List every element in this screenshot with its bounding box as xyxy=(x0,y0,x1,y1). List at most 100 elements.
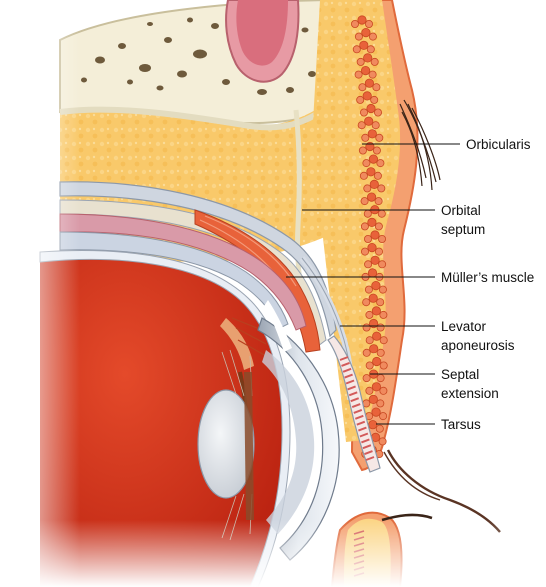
orbicularis-bead xyxy=(370,230,380,240)
orbicularis-bead xyxy=(377,209,386,218)
orbicularis-bead xyxy=(372,83,381,92)
orbicularis-bead xyxy=(359,40,369,50)
orbicularis-bead xyxy=(371,121,380,130)
orbicularis-bead xyxy=(370,57,379,66)
orbicularis-bead xyxy=(358,83,367,92)
orbicularis-bead xyxy=(365,386,374,395)
orbicularis-bead xyxy=(363,234,372,243)
orbicularis-bead xyxy=(360,197,369,206)
orbicularis-bead xyxy=(366,192,377,202)
orbicularis-bead xyxy=(368,293,378,303)
orbicularis-bead xyxy=(365,310,374,319)
meibomian-gland xyxy=(351,403,361,409)
orbicularis-bead xyxy=(364,260,373,269)
orbicularis-bead xyxy=(362,374,371,383)
label-septal-extension: Septal extension xyxy=(441,367,499,401)
labels: Orbicularis Orbital septum Müller’s musc… xyxy=(286,137,534,432)
orbicularis-bead xyxy=(373,108,382,117)
orbicularis-bead xyxy=(372,146,381,155)
orbicularis-bead xyxy=(354,70,363,79)
orbicularis-bead xyxy=(361,27,371,38)
orbicularis-bead xyxy=(359,171,368,180)
orbicularis-bead xyxy=(377,184,386,193)
orbicularis-bead xyxy=(350,19,359,28)
orbicularis-bead xyxy=(364,285,373,294)
orbicularis-bead xyxy=(364,116,374,126)
orbicularis-bead xyxy=(357,15,367,25)
orbicularis-bead xyxy=(367,243,377,253)
orbicularis-bead xyxy=(357,121,366,130)
orbicularis-bead xyxy=(379,310,388,319)
orbicularis-bead xyxy=(367,217,377,227)
orbicularis-bead xyxy=(356,95,365,104)
orbicularis-bead xyxy=(378,285,387,294)
meibomian-gland xyxy=(356,420,366,426)
orbicularis-bead xyxy=(368,70,377,79)
orbicularis-bead xyxy=(375,424,384,433)
label-muller-muscle: Müller’s muscle xyxy=(441,270,534,285)
orbicularis-bead xyxy=(375,133,384,142)
orbicularis-bead xyxy=(360,66,371,76)
illustration xyxy=(39,0,501,587)
orbicularis-bead xyxy=(376,159,385,168)
orbicularis-bead xyxy=(362,348,371,357)
orbicularis-bead xyxy=(360,222,369,231)
orbicularis-bead xyxy=(379,361,388,370)
orbicularis-bead xyxy=(377,234,386,243)
meibomian-gland xyxy=(350,397,360,403)
orbicularis-muscle xyxy=(350,15,388,458)
orbicularis-bead xyxy=(378,260,387,269)
label-levator-aponeurosis: Levator aponeurosis xyxy=(441,319,515,353)
meibomian-gland xyxy=(342,367,352,373)
orbicularis-bead xyxy=(364,78,374,88)
orbicularis-bead xyxy=(374,197,383,206)
orbicularis-bead xyxy=(366,167,376,177)
orbicularis-bead xyxy=(359,108,368,117)
orbicularis-bead xyxy=(376,399,385,408)
meibomian-gland xyxy=(348,391,358,397)
meibomian-gland xyxy=(341,361,350,367)
meibomian-gland xyxy=(339,356,349,361)
meibomian-gland xyxy=(345,379,355,385)
orbicularis-bead xyxy=(365,361,374,370)
orbicularis-bead xyxy=(371,407,381,417)
meibomian-gland xyxy=(347,385,356,391)
orbicularis-bead xyxy=(379,412,388,421)
label-orbital-septum: Orbital septum xyxy=(441,203,485,237)
orbicularis-bead xyxy=(376,348,385,357)
orbicularis-bead xyxy=(365,336,374,345)
orbicularis-bead xyxy=(376,298,385,307)
orbicularis-bead xyxy=(358,146,367,155)
orbicularis-bead xyxy=(370,255,380,265)
orbicularis-bead xyxy=(356,57,365,66)
label-orbicularis: Orbicularis xyxy=(466,137,531,152)
orbicularis-bead xyxy=(368,394,378,404)
orbicularis-bead xyxy=(354,32,363,41)
orbicularis-bead xyxy=(368,32,377,41)
orbicularis-bead xyxy=(368,420,378,430)
orbicularis-bead xyxy=(366,103,376,114)
meibomian-gland xyxy=(353,408,363,414)
orbicularis-bead xyxy=(379,386,388,395)
eyebrow-hairs xyxy=(399,99,441,191)
meibomian-gland xyxy=(361,438,370,444)
orbicularis-bead xyxy=(362,159,371,168)
orbicularis-bead xyxy=(362,323,371,332)
orbicularis-bead xyxy=(378,437,387,446)
tarsal-plate xyxy=(327,335,381,473)
meibomian-gland xyxy=(344,373,353,379)
orbital-roof-bone xyxy=(59,0,346,125)
orbicularis-bead xyxy=(371,306,381,316)
orbicularis-bead xyxy=(361,133,370,142)
meibomian-gland xyxy=(359,432,369,438)
orbicularis-bead xyxy=(372,356,382,367)
orbicularis-bead xyxy=(367,129,377,139)
orbicularis-bead xyxy=(376,374,385,383)
eyeball xyxy=(40,259,282,587)
orbicularis-bead xyxy=(370,95,379,104)
orbicularis-bead xyxy=(372,331,382,341)
orbicularis-bead xyxy=(352,45,361,54)
orbicularis-bead xyxy=(368,154,378,164)
orbicularis-bead xyxy=(371,280,381,291)
